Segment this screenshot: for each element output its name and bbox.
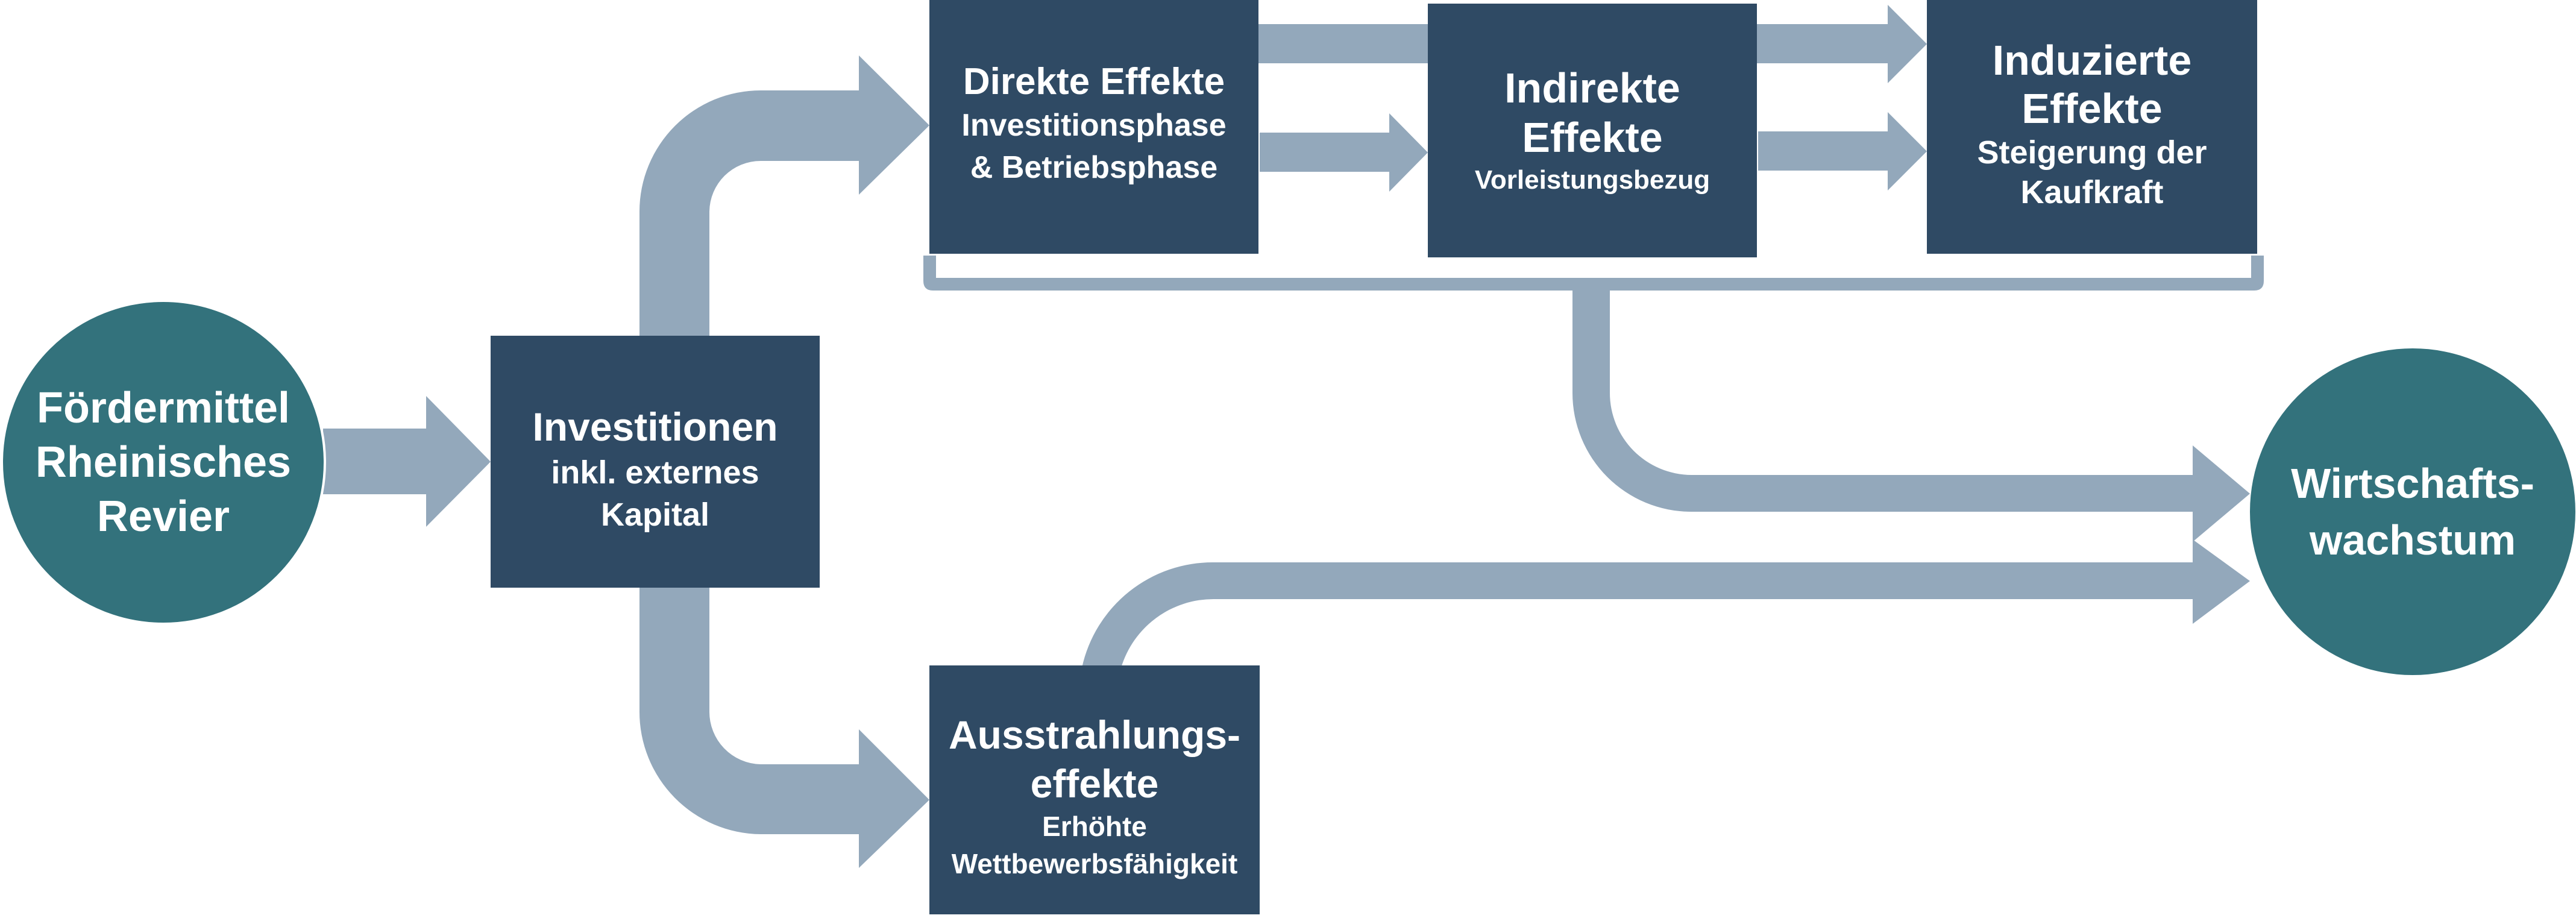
bar-direkte-to-indirekte-upper xyxy=(1258,24,1430,63)
node-ausstrahlungseffekte: Ausstrahlungs- effekte Erhöhte Wettbewer… xyxy=(929,665,1260,914)
effects-bracket xyxy=(923,256,2264,291)
ausstrahlung-title-2: effekte xyxy=(1030,761,1159,806)
wachstum-line-1: Wirtschafts- xyxy=(2291,460,2534,507)
foerdermittel-line-2: Rheinisches xyxy=(35,438,292,486)
ausstrahlung-subtitle-1: Erhöhte xyxy=(1042,810,1147,842)
direkte-title: Direkte Effekte xyxy=(963,60,1225,102)
arrow-indirekte-to-induzierte-lower xyxy=(1758,112,1927,190)
node-indirekte-effekte: Indirekte Effekte Vorleistungsbezug xyxy=(1428,4,1757,257)
ausstrahlung-title-1: Ausstrahlungs- xyxy=(948,712,1241,757)
wachstum-line-2: wachstum xyxy=(2309,517,2516,564)
indirekte-title-1: Indirekte xyxy=(1504,64,1680,112)
investitionen-title: Investitionen xyxy=(532,404,778,449)
node-foerdermittel: Fördermittel Rheinisches Revier xyxy=(1,300,326,625)
node-investitionen: Investitionen inkl. externes Kapital xyxy=(491,336,820,588)
arrow-foerdermittel-to-investitionen xyxy=(323,396,491,527)
node-direkte-effekte: Direkte Effekte Investitionsphase & Betr… xyxy=(929,0,1258,254)
foerdermittel-line-3: Revier xyxy=(96,492,230,541)
investitionen-subtitle-1: inkl. externes xyxy=(551,454,759,491)
ausstrahlung-subtitle-2: Wettbewerbsfähigkeit xyxy=(951,847,1238,879)
arrow-investitionen-to-direkte xyxy=(639,55,929,338)
induzierte-subtitle-2: Kaufkraft xyxy=(2020,174,2164,210)
indirekte-subtitle: Vorleistungsbezug xyxy=(1474,165,1711,195)
direkte-subtitle-2: & Betriebsphase xyxy=(970,149,1218,185)
node-induzierte-effekte: Induzierte Effekte Steigerung der Kaufkr… xyxy=(1927,0,2257,254)
arrow-ausstrahlung-to-wachstum xyxy=(1082,539,2250,668)
node-wirtschaftswachstum: Wirtschafts- wachstum xyxy=(2250,348,2575,675)
induzierte-title-2: Effekte xyxy=(2022,84,2163,132)
arrow-direkte-to-indirekte xyxy=(1260,113,1428,192)
foerdermittel-line-1: Fördermittel xyxy=(36,384,291,432)
arrow-investitionen-to-ausstrahlung xyxy=(639,586,929,868)
direkte-subtitle-1: Investitionsphase xyxy=(961,107,1227,143)
induzierte-title-1: Induzierte xyxy=(1992,36,2192,84)
arrow-effects-to-wachstum xyxy=(1572,289,2250,542)
investitionen-subtitle-2: Kapital xyxy=(600,497,710,533)
arrow-indirekte-to-induzierte-upper xyxy=(1757,5,1927,83)
indirekte-title-2: Effekte xyxy=(1522,113,1663,161)
induzierte-subtitle-1: Steigerung der xyxy=(1977,134,2207,171)
